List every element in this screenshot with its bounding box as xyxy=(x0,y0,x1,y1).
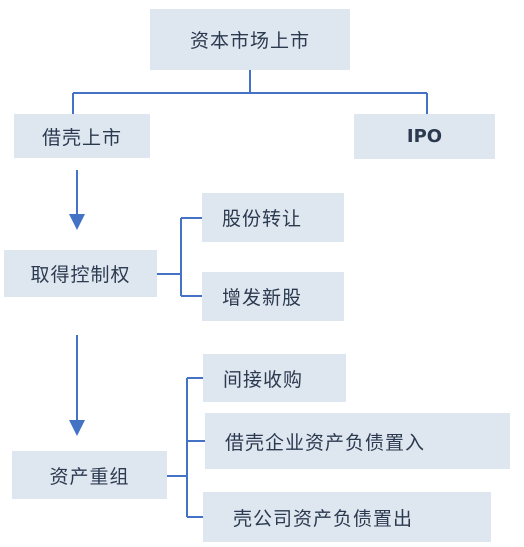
indirect-acquisition-box: 间接收购 xyxy=(203,354,346,402)
restructure-box: 资产重组 xyxy=(12,451,167,499)
control-label: 取得控制权 xyxy=(30,264,131,286)
assets-inject-label: 借壳企业资产负债置入 xyxy=(225,431,426,454)
assets-divest-box: 壳公司资产负债置出 xyxy=(203,492,491,542)
assets-inject-box: 借壳企业资产负债置入 xyxy=(205,413,510,469)
root-label: 资本市场上市 xyxy=(189,30,310,52)
ipo-box: IPO xyxy=(354,114,495,159)
assets-divest-label: 壳公司资产负债置出 xyxy=(233,507,414,530)
share-transfer-box: 股份转让 xyxy=(202,193,344,242)
backdoor-listing-label: 借壳上市 xyxy=(41,126,122,149)
control-box: 取得控制权 xyxy=(4,250,157,297)
new-shares-box: 增发新股 xyxy=(202,272,344,321)
indirect-acquisition-label: 间接收购 xyxy=(223,368,304,391)
share-transfer-label: 股份转让 xyxy=(222,208,303,230)
ipo-label: IPO xyxy=(406,126,443,147)
backdoor-listing-box: 借壳上市 xyxy=(14,114,150,158)
restructure-label: 资产重组 xyxy=(49,465,130,488)
root-box: 资本市场上市 xyxy=(150,9,350,70)
new-shares-label: 增发新股 xyxy=(222,287,303,309)
